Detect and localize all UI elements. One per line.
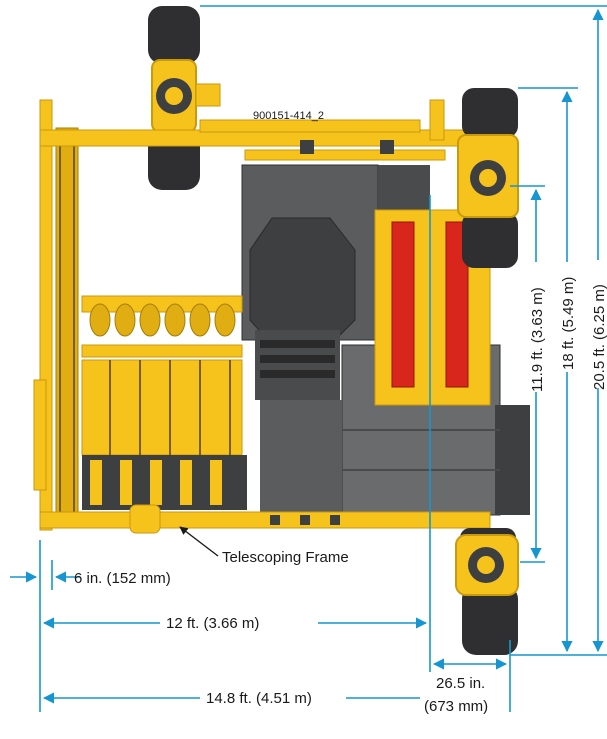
callout-telescoping-frame: Telescoping Frame — [222, 549, 349, 566]
dim-height-inner-label: 11.9 ft. (3.63 m) — [529, 287, 546, 392]
left-frame — [33, 99, 79, 531]
dim-width-overall-label: 14.8 ft. (4.51 m) — [206, 690, 312, 707]
tire-top-right — [457, 88, 519, 268]
engine-block — [241, 164, 530, 516]
dim-height-overall-label: 20.5 ft. (6.25 m) — [591, 284, 607, 390]
dim-width-inner-label: 12 ft. (3.66 m) — [166, 615, 259, 632]
dim-track-width-line2: (673 mm) — [424, 698, 488, 715]
tire-bottom-right — [455, 528, 519, 655]
machine-top-view — [33, 6, 530, 655]
auger-assembly — [81, 295, 247, 510]
callout-leader — [179, 526, 219, 557]
dim-height-mid-label: 18 ft. (5.49 m) — [560, 277, 577, 370]
dimension-lines — [39, 5, 607, 712]
telescoping-frame — [39, 504, 491, 534]
figure-id: 900151-414_2 — [253, 110, 324, 122]
top-frame — [39, 99, 471, 161]
tire-top-left — [148, 6, 221, 190]
dim-track-width-line1: 26.5 in. — [436, 675, 485, 692]
dim-frame-offset-label: 6 in. (152 mm) — [74, 570, 171, 587]
